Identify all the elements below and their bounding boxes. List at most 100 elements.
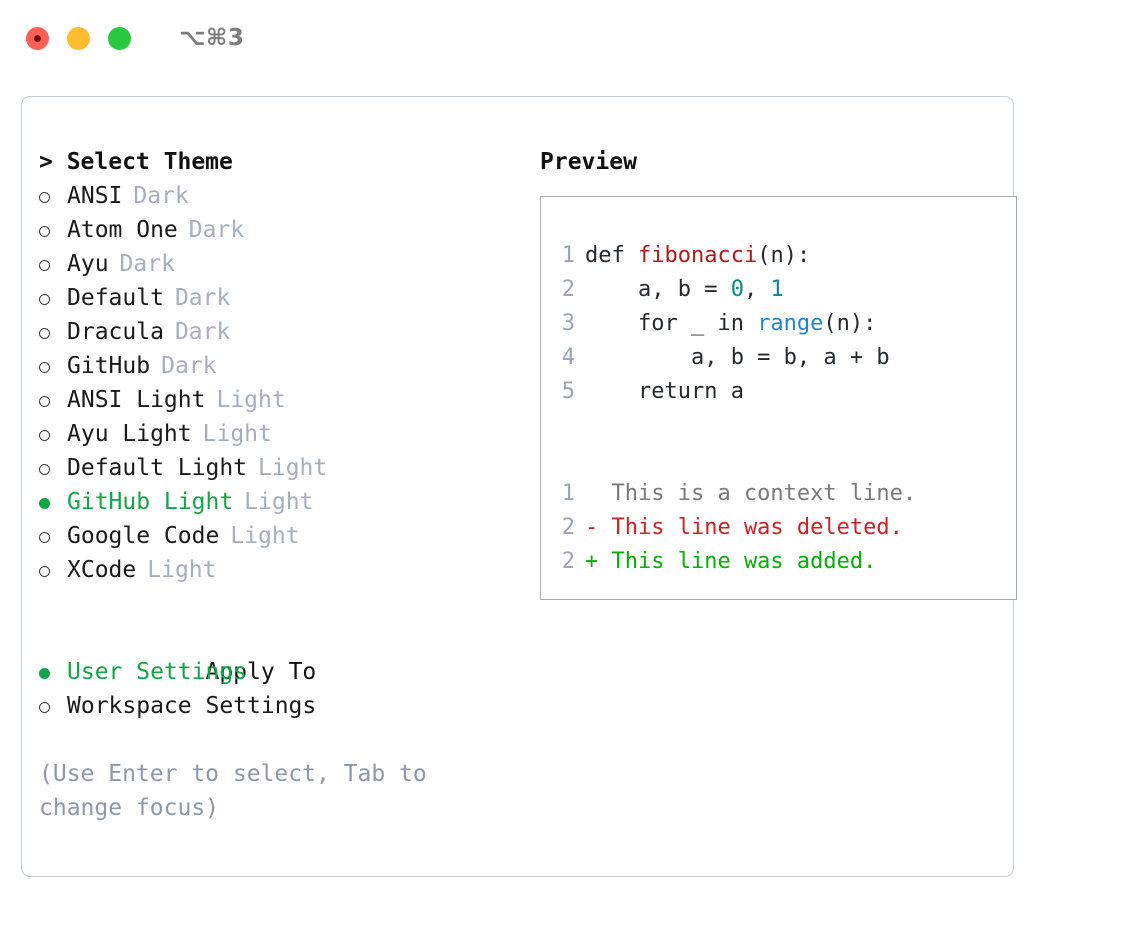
radio-unselected-icon bbox=[39, 351, 67, 385]
code-token-num: 1 bbox=[770, 277, 784, 302]
theme-option-label: ANSI Light bbox=[67, 387, 206, 413]
code-line-text: return a bbox=[585, 375, 744, 409]
radio-unselected-icon bbox=[39, 249, 67, 283]
diff-line-number: 1 bbox=[561, 481, 575, 506]
diff-line-text: + This line was added. bbox=[585, 549, 877, 574]
diff-line-context: 1 This is a context line. bbox=[541, 477, 1016, 511]
theme-option-category: Light bbox=[216, 387, 286, 413]
theme-option-label: Google Code bbox=[67, 523, 220, 549]
code-line-text: def fibonacci(n): bbox=[585, 239, 810, 273]
radio-unselected-icon bbox=[39, 317, 67, 351]
code-token-plain: return a bbox=[585, 379, 744, 404]
diff-line-number: 2 bbox=[561, 515, 575, 540]
radio-unselected-icon bbox=[39, 215, 67, 249]
theme-option-label: Ayu Light bbox=[67, 421, 192, 447]
code-token-kwfn: range bbox=[757, 311, 824, 336]
theme-option-category: Light bbox=[258, 455, 328, 481]
code-token-fn: fibonacci bbox=[637, 243, 758, 268]
code-line-text: a, b = 0, 1 bbox=[585, 273, 784, 307]
theme-option-category: Light bbox=[230, 523, 300, 549]
theme-option-category: Dark bbox=[174, 285, 231, 311]
radio-unselected-icon bbox=[39, 419, 67, 453]
apply-to-heading: Apply To bbox=[205, 659, 317, 685]
apply-to-option-user-settings[interactable]: User Settings bbox=[39, 655, 489, 689]
radio-unselected-icon bbox=[39, 691, 67, 725]
diff-line-text: This is a context line. bbox=[585, 481, 917, 506]
code-line-text: a, b = b, a + b bbox=[585, 341, 890, 375]
apply-to-option-label: Workspace Settings bbox=[67, 693, 317, 719]
theme-option-default[interactable]: Default Dark bbox=[39, 281, 489, 315]
traffic-light-buttons bbox=[26, 26, 131, 50]
radio-unselected-icon bbox=[39, 283, 67, 317]
theme-option-ayu[interactable]: Ayu Dark bbox=[39, 247, 489, 281]
code-line: 1 def fibonacci(n): bbox=[541, 239, 1016, 273]
theme-option-label: GitHub bbox=[67, 353, 151, 379]
code-line-number: 4 bbox=[561, 345, 575, 370]
theme-option-google-code[interactable]: Google Code Light bbox=[39, 519, 489, 553]
theme-option-category: Light bbox=[147, 557, 217, 583]
radio-unselected-icon bbox=[39, 385, 67, 419]
diff-line-text: - This line was deleted. bbox=[585, 515, 903, 540]
code-line-text: for _ in range(n): bbox=[585, 307, 876, 341]
theme-option-label: ANSI bbox=[67, 183, 123, 209]
section-spacer bbox=[39, 587, 489, 621]
keyboard-hint-text: (Use Enter to select, Tab to change focu… bbox=[39, 761, 427, 821]
theme-option-ansi-light[interactable]: ANSI Light Light bbox=[39, 383, 489, 417]
code-diff-spacer-2 bbox=[541, 443, 1016, 477]
theme-option-label: Ayu bbox=[67, 251, 109, 277]
theme-option-atom-one[interactable]: Atom One Dark bbox=[39, 213, 489, 247]
theme-option-label: Default Light bbox=[67, 455, 248, 481]
code-token-plain: def bbox=[585, 243, 638, 268]
theme-option-label: Default bbox=[67, 285, 164, 311]
close-button[interactable] bbox=[26, 26, 49, 50]
code-line: 4 a, b = b, a + b bbox=[541, 341, 1016, 375]
preview-heading: Preview bbox=[540, 149, 637, 175]
keyboard-shortcut-label: ⌥⌘3 bbox=[179, 25, 245, 51]
code-line-number: 3 bbox=[561, 311, 575, 336]
code-line: 5 return a bbox=[541, 375, 1016, 409]
code-token-plain: for _ in bbox=[585, 311, 758, 336]
radio-unselected-icon bbox=[39, 555, 67, 589]
theme-option-category: Dark bbox=[188, 217, 245, 243]
code-token-num: 0 bbox=[730, 277, 744, 302]
code-token-plain: (n): bbox=[823, 311, 877, 336]
radio-unselected-icon bbox=[39, 453, 67, 487]
theme-option-default-light[interactable]: Default Light Light bbox=[39, 451, 489, 485]
theme-option-label: XCode bbox=[67, 557, 137, 583]
theme-option-category: Light bbox=[244, 489, 314, 515]
theme-option-github-light[interactable]: GitHub Light Light bbox=[39, 485, 489, 519]
diff-sample: 1 This is a context line. 2 - This line wa… bbox=[541, 477, 1016, 579]
code-line-number: 1 bbox=[561, 243, 575, 268]
maximize-button[interactable] bbox=[108, 26, 131, 50]
diff-line-added: 2+ This line was added. bbox=[541, 545, 1016, 579]
code-token-plain: a, b = b, a + b bbox=[585, 345, 890, 370]
theme-option-category: Dark bbox=[161, 353, 217, 379]
theme-option-github[interactable]: GitHub Dark bbox=[39, 349, 489, 383]
code-line: 2 a, b = 0, 1 bbox=[541, 273, 1016, 307]
apply-to-option-workspace-settings[interactable]: Workspace Settings bbox=[39, 689, 489, 723]
radio-selected-icon bbox=[39, 657, 67, 691]
radio-unselected-icon bbox=[39, 521, 67, 555]
theme-option-xcode[interactable]: XCode Light bbox=[39, 553, 489, 587]
theme-option-category: Dark bbox=[133, 183, 189, 209]
radio-unselected-icon bbox=[39, 181, 67, 215]
code-token-plain: a, b = bbox=[585, 277, 731, 302]
code-diff-spacer bbox=[541, 409, 1016, 443]
theme-option-label: Atom One bbox=[67, 217, 178, 243]
minimize-button[interactable] bbox=[67, 26, 90, 50]
code-line-number: 5 bbox=[561, 379, 575, 404]
theme-option-label: GitHub Light bbox=[67, 489, 234, 515]
select-theme-heading: > Select Theme bbox=[39, 149, 233, 175]
code-line-number: 2 bbox=[561, 277, 575, 302]
theme-option-ansi[interactable]: ANSI Dark bbox=[39, 179, 489, 213]
apply-to-option-label: User Settings bbox=[67, 659, 248, 685]
theme-option-category: Dark bbox=[119, 251, 175, 277]
